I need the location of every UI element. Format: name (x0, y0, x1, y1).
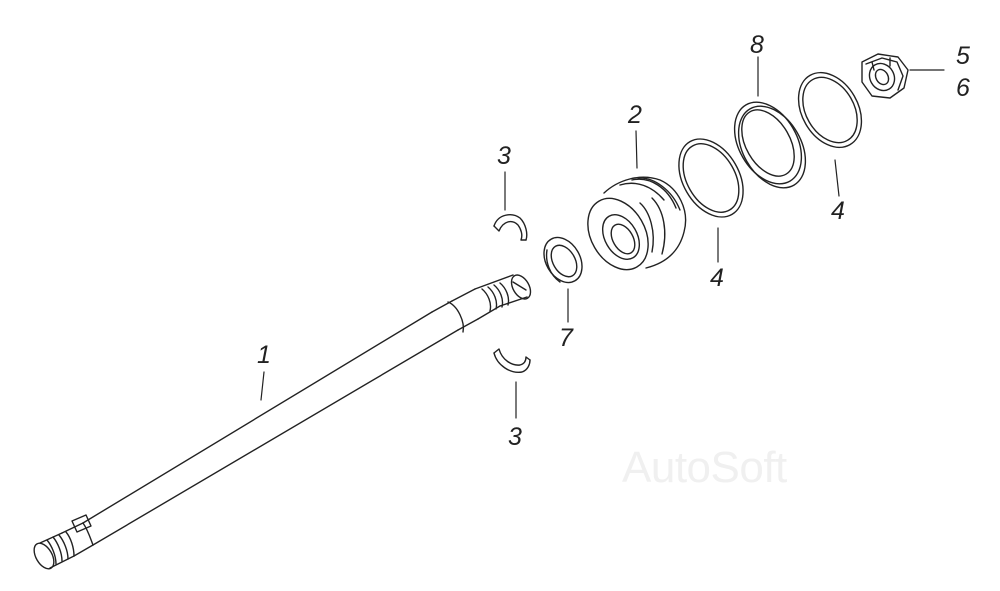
housing-part-2 (587, 176, 687, 271)
half-ring-part-3-top (493, 214, 528, 241)
nut-part-5 (861, 53, 909, 99)
callout-part-3-bottom: 3 (508, 423, 522, 451)
half-ring-part-3-bottom (493, 348, 531, 373)
callout-part-4-left: 4 (710, 264, 724, 292)
ring-part-8 (733, 101, 807, 189)
callout-part-6: 6 (956, 74, 970, 102)
ring-part-4-right (797, 71, 863, 149)
leader-lines (260, 56, 945, 419)
callout-part-7: 7 (559, 324, 573, 352)
bushing-part-7 (543, 236, 583, 284)
callout-part-5: 5 (956, 42, 970, 70)
callout-part-8: 8 (750, 31, 764, 59)
watermark-text: AutoSoft (622, 443, 787, 492)
ring-part-4-left (678, 138, 744, 218)
callout-part-1: 1 (257, 341, 271, 369)
callout-part-4-right: 4 (831, 197, 845, 225)
callout-part-2: 2 (628, 101, 642, 129)
shaft-part-1 (33, 274, 532, 570)
callout-part-3-top: 3 (497, 142, 511, 170)
